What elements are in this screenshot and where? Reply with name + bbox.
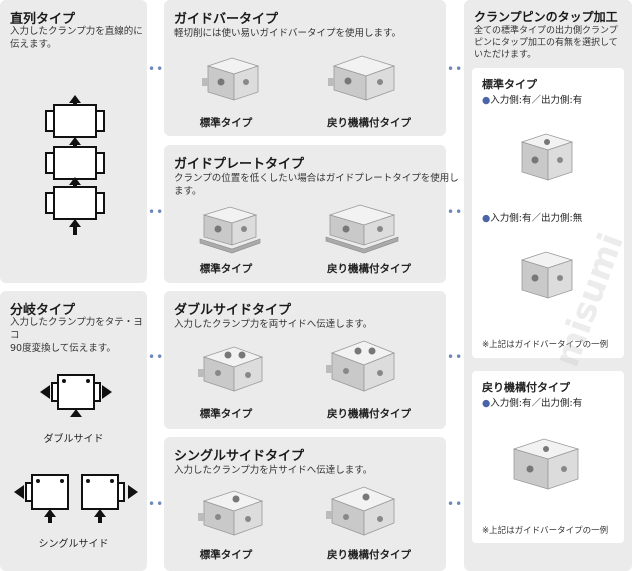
guide-plate-desc: クランプの位置を低くしたい場合はガイドプレートタイプを使用し ます。: [174, 173, 459, 197]
tap-standard-block-1: [520, 133, 574, 181]
single-side-return-block: [326, 486, 396, 536]
tap-return-bullet-1: ●入力側:有／出力側:有: [482, 398, 583, 409]
guide-plate-standard-block: [199, 206, 261, 254]
branch-type-desc: 入力したクランプ力をタテ・ヨコ 90度変換して伝えます。: [10, 317, 143, 354]
guide-bar-return-block: [328, 55, 396, 101]
tap-standard-block-2: [520, 251, 574, 299]
double-side-desc: 入力したクランプ力を両サイドへ伝達します。: [174, 319, 373, 330]
tap-standard-bullet-1: ●入力側:有／出力側:有: [482, 95, 583, 106]
tap-return-box: 戻り機構付タイプ ●入力側:有／出力側:有 ※上記はガイドバータイプの一例: [472, 371, 624, 543]
double-side-label: ダブルサイド: [43, 434, 104, 445]
single-side-label: シングルサイド: [38, 539, 109, 550]
double-side-title: ダブルサイドタイプ: [174, 303, 292, 318]
guide-plate-standard-label: 標準タイプ: [199, 263, 253, 275]
guide-plate-panel: ガイドプレートタイプ クランプの位置を低くしたい場合はガイドプレートタイプを使用…: [164, 145, 459, 283]
tap-processing-desc: 全ての標準タイプの出力側クランプ ピンにタップ加工の有無を選択して いただけます…: [474, 26, 618, 60]
straight-stack-diagram: [45, 95, 105, 235]
branch-type-panel: 分岐タイプ 入力したクランプ力をタテ・ヨコ 90度変換して伝えます。 ダブルサイ…: [0, 291, 147, 571]
tap-processing-title: クランプピンのタップ加工: [474, 10, 618, 24]
single-side-return-label: 戻り機構付タイプ: [327, 549, 411, 561]
guide-bar-desc: 軽切削には使い易いガイドバータイプを使用します。: [174, 28, 402, 39]
double-side-diagram: [40, 374, 112, 417]
guide-plate-return-block: [325, 204, 399, 254]
guide-bar-standard-label: 標準タイプ: [199, 117, 253, 129]
tap-return-note: ※上記はガイドバータイプの一例: [482, 526, 609, 536]
single-side-standard-label: 標準タイプ: [199, 549, 253, 561]
tap-processing-panel: クランプピンのタップ加工 全ての標準タイプの出力側クランプ ピンにタップ加工の有…: [464, 0, 632, 571]
tap-return-title: 戻り機構付タイプ: [482, 381, 570, 394]
tap-return-block: [512, 438, 580, 490]
single-side-title: シングルサイドタイプ: [174, 449, 305, 464]
tap-standard-bullet-2: ●入力側:有／出力側:無: [482, 213, 583, 224]
guide-bar-return-label: 戻り機構付タイプ: [327, 117, 411, 129]
tap-standard-box: 標準タイプ ●入力側:有／出力側:有 ●入力側:有／出力側:無 ※上記はガイドバ…: [472, 68, 624, 358]
guide-bar-standard-block: [202, 57, 260, 101]
guide-bar-title: ガイドバータイプ: [174, 12, 279, 27]
straight-type-desc: 入力したクランプ力を直線的に 伝えます。: [10, 26, 143, 50]
guide-plate-return-label: 戻り機構付タイプ: [327, 263, 411, 275]
single-side-desc: 入力したクランプ力を片サイドへ伝達します。: [174, 465, 373, 476]
double-side-standard-block: [198, 346, 264, 392]
guide-plate-title: ガイドプレートタイプ: [174, 157, 305, 172]
single-side-diagram: [14, 474, 138, 523]
double-side-standard-label: 標準タイプ: [199, 408, 253, 420]
single-side-panel: シングルサイドタイプ 入力したクランプ力を片サイドへ伝達します。 標準タイプ 戻…: [164, 437, 446, 571]
branch-type-title: 分岐タイプ: [10, 303, 76, 318]
double-side-panel: ダブルサイドタイプ 入力したクランプ力を両サイドへ伝達します。 標準タイプ 戻り…: [164, 291, 446, 429]
straight-type-panel: 直列タイプ 入力したクランプ力を直線的に 伝えます。: [0, 0, 147, 283]
tap-standard-note: ※上記はガイドバータイプの一例: [482, 340, 609, 350]
double-side-return-block: [326, 340, 396, 392]
straight-type-title: 直列タイプ: [10, 12, 76, 27]
single-side-standard-block: [198, 490, 264, 536]
tap-standard-title: 標準タイプ: [482, 78, 537, 91]
double-side-return-label: 戻り機構付タイプ: [327, 408, 411, 420]
guide-bar-panel: ガイドバータイプ 軽切削には使い易いガイドバータイプを使用します。 標準タイプ …: [164, 0, 446, 136]
